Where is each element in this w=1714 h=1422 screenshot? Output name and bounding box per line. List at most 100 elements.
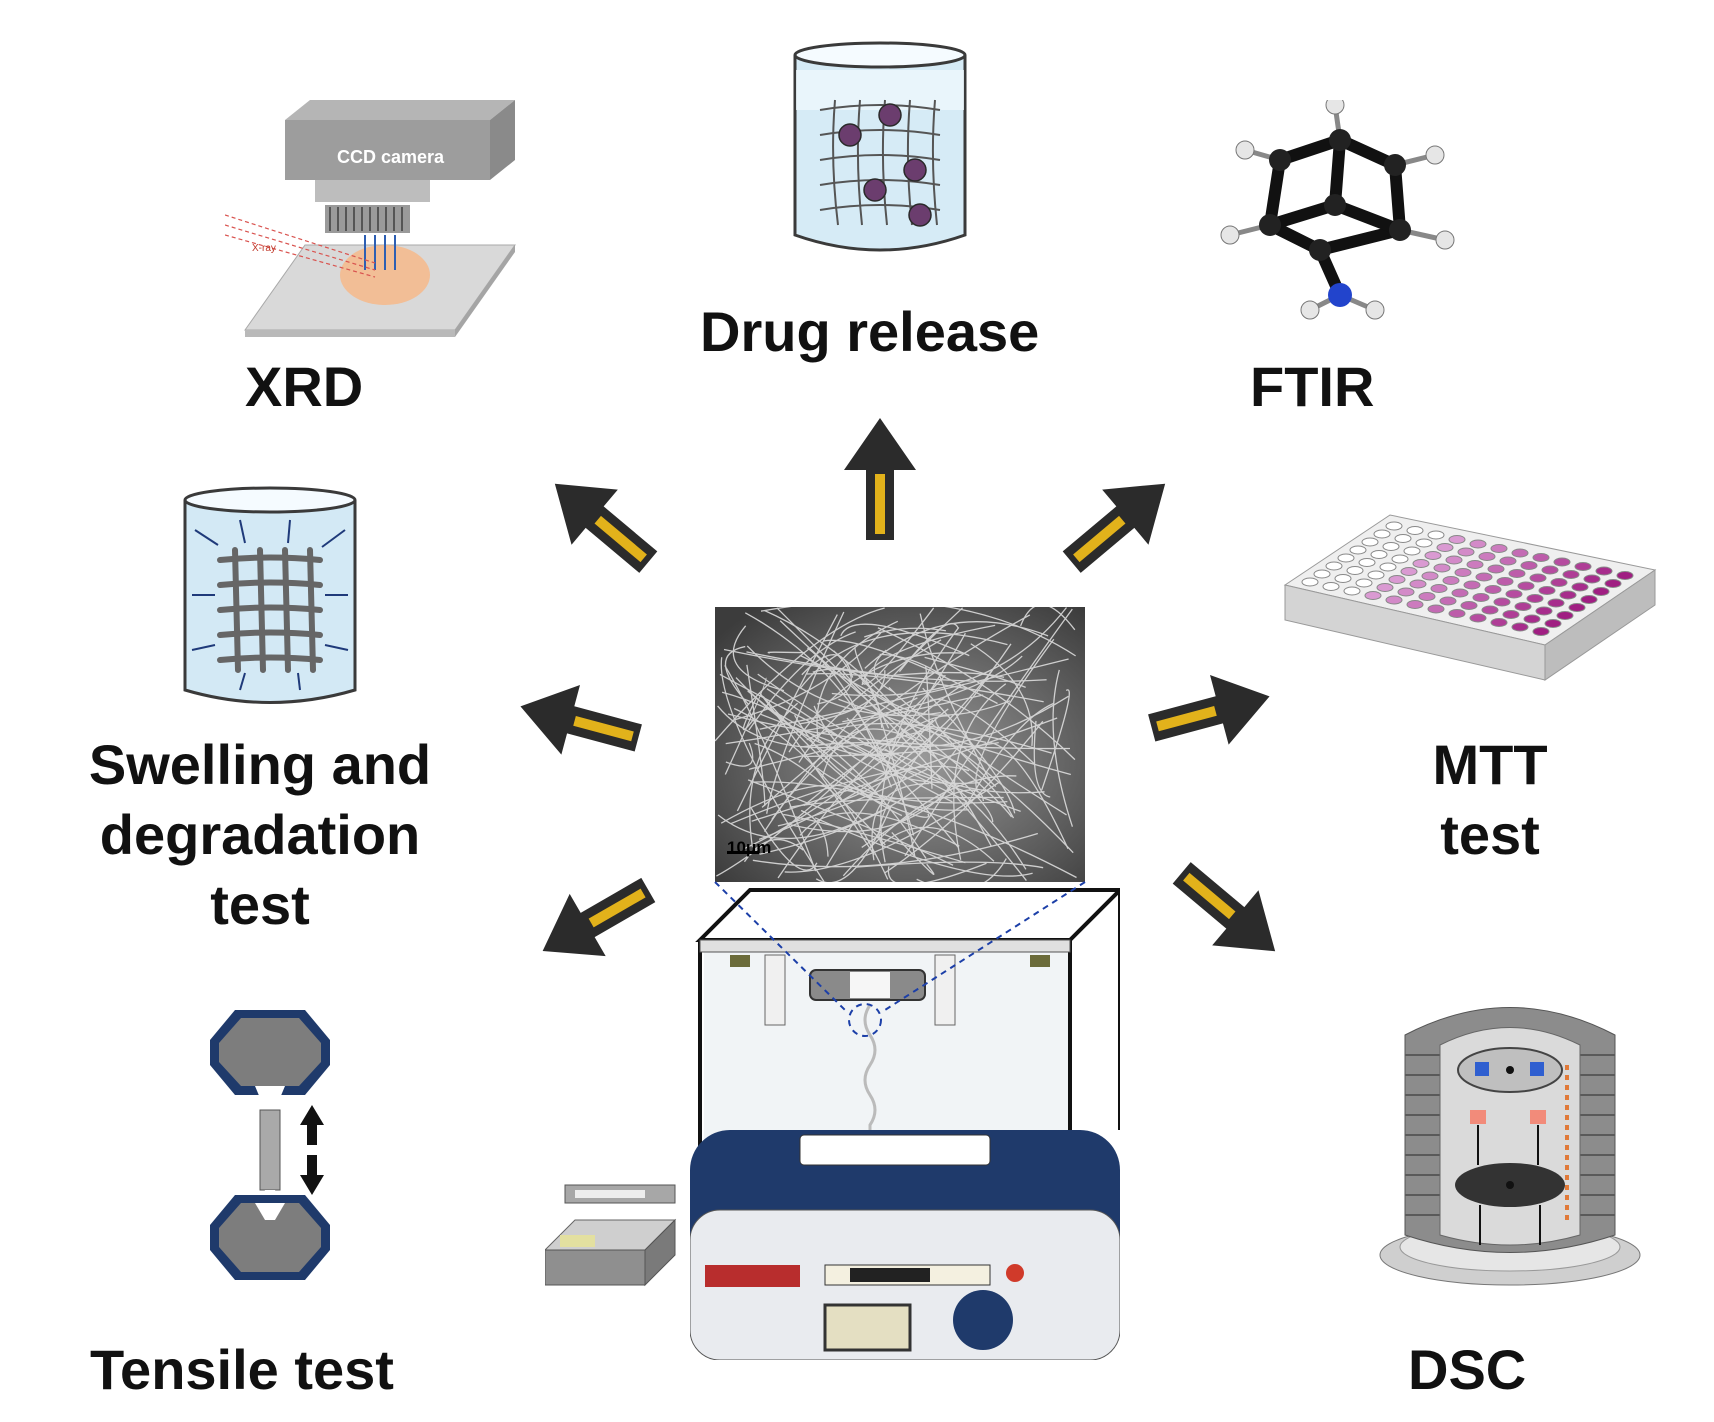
- mtt-well: [1499, 556, 1517, 566]
- sem-fiber: [757, 673, 897, 762]
- sem-fiber: [804, 741, 999, 758]
- mtt-well: [1427, 604, 1445, 614]
- mtt-well: [1361, 537, 1379, 547]
- sem-fiber: [758, 643, 1012, 841]
- arrow-to-mtt: [1148, 675, 1270, 745]
- sem-fiber: [788, 652, 966, 753]
- sem-fiber: [925, 666, 933, 789]
- sem-fiber: [1019, 607, 1076, 631]
- zoom-line-left: [714, 881, 846, 1011]
- mtt-well: [1529, 573, 1547, 583]
- sem-fiber: [831, 607, 1068, 697]
- sem-fiber: [758, 692, 875, 856]
- sem-fiber: [720, 657, 825, 882]
- sem-fiber: [856, 861, 1044, 869]
- sem-fiber: [888, 632, 966, 755]
- sem-fiber: [716, 674, 946, 877]
- mtt-well: [1403, 546, 1421, 556]
- mtt-well: [1511, 548, 1529, 558]
- mtt-well: [1502, 610, 1520, 619]
- mtt-well: [1595, 566, 1613, 576]
- sem-fiber: [760, 607, 1076, 657]
- sem-fiber: [744, 612, 915, 836]
- label-mtt-line-2: test: [1440, 803, 1540, 866]
- mtt-well: [1556, 611, 1574, 620]
- mtt-well: [1511, 622, 1529, 632]
- mtt-well: [1580, 595, 1598, 604]
- sem-fiber: [881, 826, 995, 862]
- mtt-well: [1472, 593, 1490, 602]
- mtt-well: [1448, 609, 1466, 618]
- mtt-well: [1574, 562, 1592, 571]
- mtt-well: [1433, 563, 1451, 573]
- mtt-well: [1490, 544, 1508, 553]
- zoom-circle: [848, 1003, 882, 1037]
- sem-fiber: [748, 746, 837, 770]
- sem-micrograph-image: [715, 607, 1085, 882]
- mtt-well: [1592, 587, 1610, 596]
- sem-fiber: [815, 806, 892, 882]
- mtt-well: [1376, 583, 1394, 592]
- arrow-to-drug-release: [844, 418, 916, 540]
- sem-fiber: [891, 832, 935, 875]
- sem-fiber: [764, 609, 992, 847]
- mtt-well: [1385, 521, 1403, 531]
- sem-fiber: [840, 623, 970, 657]
- sem-scale-bar-label: 10μm: [727, 838, 772, 857]
- sem-fiber: [823, 639, 998, 705]
- label-drug-release: Drug release: [700, 300, 1040, 363]
- sem-fiber: [975, 638, 1055, 793]
- sem-fiber: [845, 787, 930, 818]
- xrd-camera-label: CCD camera: [337, 147, 445, 167]
- mtt-well: [1409, 579, 1427, 589]
- mtt-well: [1460, 601, 1478, 610]
- sem-fiber: [754, 742, 886, 846]
- mtt-well: [1397, 587, 1415, 597]
- sem-fiber: [724, 677, 767, 775]
- mtt-well: [1334, 574, 1352, 583]
- label-swelling-line-1: Swelling and: [88, 733, 432, 796]
- mtt-well: [1382, 542, 1400, 551]
- mtt-well-plate-icon: [1283, 514, 1657, 681]
- sem-fiber: [824, 708, 949, 869]
- mtt-well: [1439, 596, 1457, 606]
- mtt-well: [1325, 561, 1343, 571]
- mtt-well: [1532, 627, 1550, 636]
- xrd-beam-label: X-ray: [252, 243, 276, 254]
- mtt-well: [1391, 554, 1409, 564]
- mtt-well: [1424, 551, 1442, 560]
- mtt-well: [1547, 598, 1565, 608]
- mtt-well: [1526, 594, 1544, 603]
- mtt-well: [1469, 613, 1487, 623]
- mtt-well: [1370, 550, 1388, 559]
- arrow-to-dsc: [1172, 862, 1276, 952]
- arrow-to-tensile: [542, 877, 656, 957]
- mtt-well: [1583, 574, 1601, 584]
- mtt-well: [1490, 618, 1508, 627]
- ftir-molecule-icon: [1220, 100, 1455, 320]
- sem-fiber: [801, 654, 854, 678]
- mtt-well: [1394, 534, 1412, 543]
- xrd-instrument-icon: [225, 100, 516, 337]
- mtt-well: [1445, 555, 1463, 565]
- mtt-well: [1523, 614, 1541, 624]
- mtt-well: [1442, 576, 1460, 585]
- mtt-well: [1532, 553, 1550, 562]
- sem-fiber: [732, 631, 883, 721]
- sem-fiber: [916, 858, 1007, 882]
- mtt-well: [1616, 571, 1634, 580]
- mtt-well: [1388, 575, 1406, 584]
- mtt-well: [1508, 569, 1526, 578]
- dsc-cell-icon: [1379, 1007, 1641, 1286]
- mtt-well: [1364, 591, 1382, 600]
- sem-fiber: [846, 717, 959, 848]
- sem-fiber: [922, 687, 1016, 814]
- sem-fiber: [783, 813, 966, 864]
- mtt-well: [1373, 529, 1391, 539]
- sem-fiber: [987, 741, 1069, 849]
- sem-fiber: [887, 862, 987, 882]
- mtt-well: [1421, 571, 1439, 581]
- mtt-well: [1454, 568, 1472, 577]
- sem-fiber: [888, 686, 1067, 816]
- mtt-well: [1553, 557, 1571, 567]
